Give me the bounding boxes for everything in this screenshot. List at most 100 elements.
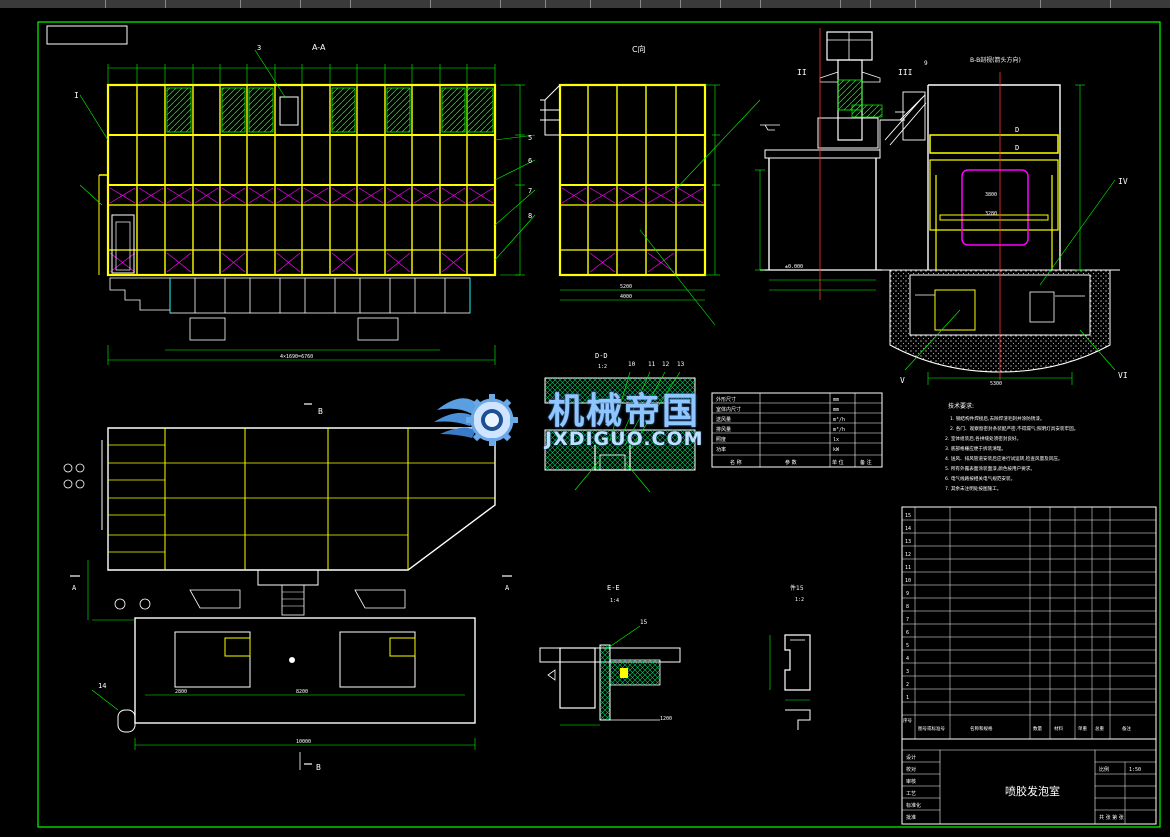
bom-footer-remark: 备注 (1122, 725, 1131, 732)
roman-mark-2: II (797, 68, 807, 77)
note-2: 2. 各门、观察窗密封条装配严密,不得漏气;照明灯具安装牢固。 (950, 425, 1078, 432)
part-11-label: 11 (648, 361, 656, 368)
technical-notes: 技术要求: 1. 钢结构件焊接后,去除焊渣毛刺并涂防锈漆。 2. 各门、观察窗密… (945, 402, 1078, 492)
part-6-label: 6 (528, 157, 532, 165)
param-footer-remark: 备 注 (860, 459, 872, 466)
section-bb-view: B-B剖视(箭头方向) D D 3800 3280 5300 I (880, 56, 1128, 387)
tb-row-standard: 标准化 (906, 802, 921, 809)
detail-dd-scale: 1:2 (598, 364, 607, 370)
detail-ee-view: E-E 1:4 15 1200 (539, 584, 681, 726)
cad-toolbar-strip (0, 0, 1170, 8)
section-aa-view: A-A (74, 43, 536, 365)
note-3: 2. 室体组装后,各拼缝处须密封良好。 (945, 435, 1021, 442)
detail-ee-title: E-E (607, 584, 620, 592)
plan-view: B (63, 403, 512, 772)
part-12-label: 12 (662, 361, 670, 368)
param-footer-name: 名 称 (730, 459, 742, 466)
tb-row-approve: 批准 (906, 814, 916, 821)
section-a-letter-left: A (72, 584, 77, 592)
section-aa-title: A-A (312, 43, 326, 52)
detail-part15-scale: 1:2 (795, 597, 804, 603)
tb-row-review: 审核 (906, 778, 916, 785)
note-7: 6. 电气线路按相关电气规范安装。 (945, 475, 1015, 482)
param-unit-4: m³/h (833, 427, 845, 433)
param-row-5: 照度 (716, 436, 726, 443)
section-d-letter-2: D (1015, 144, 1019, 152)
drawing-border (37, 21, 1161, 828)
bom-footer-qty: 数量 (1033, 725, 1042, 732)
bom-footer-no: 序号 (903, 717, 912, 724)
drawing-title: 喷胶发泡室 (1005, 784, 1060, 798)
detail-dd-view: D-D 1:2 10 11 12 13 (544, 352, 696, 493)
part-7-label: 7 (528, 187, 532, 195)
note-1: 1. 钢结构件焊接后,去除焊渣毛刺并涂防锈漆。 (950, 415, 1045, 422)
watermark-gear-icon (434, 394, 518, 446)
plan-inner-dim: 8200 (296, 689, 308, 695)
note-5: 4. 送风、排风管道安装后应进行试运转,检查风量及风压。 (945, 455, 1063, 462)
bom-footer-total-weight: 总重 (1095, 725, 1104, 732)
roman-mark-6: VI (1118, 371, 1128, 380)
scale-value: 1:50 (1129, 767, 1141, 773)
bom-row-9: 9 (906, 591, 909, 597)
bom-table: 15 14 13 12 11 10 9 8 7 6 5 4 3 2 1 序号 图… (901, 506, 1157, 740)
param-footer-unit: 单 位 (832, 459, 844, 466)
param-unit-2: mm (833, 407, 839, 413)
bom-row-15: 15 (905, 513, 911, 519)
bom-footer-material: 材料 (1054, 725, 1063, 732)
bom-row-6: 6 (906, 630, 909, 636)
param-row-6: 功率 (716, 446, 726, 453)
plan-left-dim: 2800 (175, 689, 187, 695)
roman-mark-3: III (898, 68, 913, 77)
param-unit-6: kW (833, 447, 840, 453)
bom-row-7: 7 (906, 617, 909, 623)
detail-part15-title: 件15 (790, 584, 804, 592)
note-4: 3. 底部格栅应便于拆装清理。 (945, 445, 1006, 452)
bom-row-1: 1 (906, 695, 909, 701)
sheet-label: 共 张 第 张 (1099, 814, 1124, 821)
part-13-label: 13 (677, 361, 685, 368)
corner-tag-box (46, 25, 128, 45)
ee-dim: 1200 (660, 716, 672, 722)
bom-row-11: 11 (905, 565, 911, 571)
param-row-2: 室体内尺寸 (716, 406, 741, 413)
bom-footer-unit-weight: 单重 (1078, 725, 1087, 732)
param-footer-value: 参 数 (785, 459, 797, 466)
param-row-1: 外形尺寸 (716, 396, 736, 403)
bom-row-5: 5 (906, 643, 909, 649)
section-b-letter-top: B (318, 407, 323, 416)
tb-row-process: 工艺 (906, 791, 916, 797)
parameter-table: 外形尺寸 室体内尺寸 送风量 排风量 照度 功率 mm mm m³/h m³/h… (711, 392, 883, 468)
part-9-label: 9 (924, 60, 928, 67)
duct-elevation-view: ±0.000 II III 9 (755, 28, 928, 300)
part-14-label: 14 (98, 682, 106, 690)
side-bottom-dim2: 4000 (620, 294, 632, 300)
elevation-mark: ±0.000 (785, 264, 803, 270)
note-6: 5. 所有外露表面涂装面漆,颜色按用户要求。 (945, 465, 1035, 472)
notes-title: 技术要求: (948, 402, 974, 410)
part-15-label: 15 (640, 619, 648, 626)
param-unit-3: m³/h (833, 417, 845, 423)
param-unit-5: lx (833, 437, 839, 443)
bb-bottom-dim: 5300 (990, 381, 1002, 387)
param-row-3: 送风量 (716, 416, 731, 423)
bom-row-13: 13 (905, 539, 911, 545)
bb-width-dim: 3800 (985, 192, 997, 198)
side-bottom-dim: 5200 (620, 284, 632, 290)
bom-footer-name: 名称和规格 (970, 725, 993, 732)
bom-row-14: 14 (905, 526, 911, 532)
bom-row-4: 4 (906, 656, 909, 662)
side-view-title: C向 (632, 44, 646, 54)
section-d-letter-1: D (1015, 126, 1019, 134)
part-10-label: 10 (628, 361, 636, 368)
param-unit-1: mm (833, 397, 839, 403)
tb-row-design: 设计 (906, 754, 916, 761)
scale-label: 比例 (1099, 766, 1109, 773)
bom-row-12: 12 (905, 552, 911, 558)
part-5-label: 5 (528, 134, 532, 142)
roman-mark-1: I (74, 91, 79, 100)
section-b-letter-bottom: B (316, 763, 321, 772)
bom-footer-code: 图号或标准号 (918, 725, 945, 732)
note-8: 7. 其余未注明处按图施工。 (945, 485, 1001, 492)
detail-part15-view: 件15 1:2 (769, 584, 811, 730)
